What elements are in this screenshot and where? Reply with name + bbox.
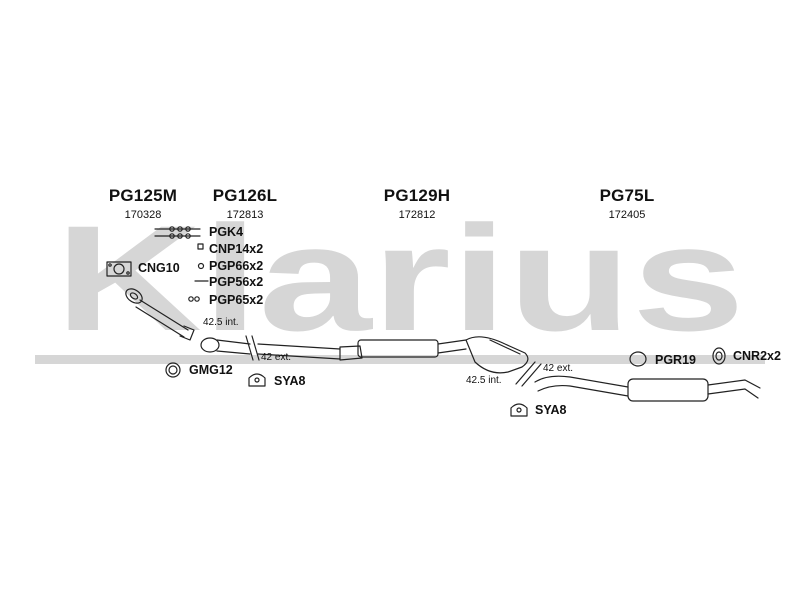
spring-icon — [188, 296, 200, 302]
part-pg126l: PG126L 172813 — [185, 186, 305, 221]
rubber-hanger-icon-b — [510, 403, 528, 417]
mounting-ring-icon — [629, 351, 647, 367]
bolt-kit-icon — [154, 226, 201, 239]
watermark-logo: Klarius — [55, 194, 745, 362]
part-pg125m: PG125M 170328 — [83, 186, 203, 221]
joint-mark-left — [245, 335, 260, 361]
rubber-hanger-icon-a — [248, 373, 266, 387]
label-pgp66x2: PGP66x2 — [209, 259, 264, 273]
label-gmg12: GMG12 — [189, 363, 233, 377]
joint-mark-right — [515, 361, 542, 387]
label-cnp14x2: CNP14x2 — [209, 242, 264, 256]
flexi-pipe — [200, 337, 251, 355]
centre-silencer-section — [257, 336, 529, 374]
part-number: 172813 — [226, 209, 264, 221]
part-pg75l: PG75L 172405 — [567, 186, 687, 221]
label-pgr19: PGR19 — [655, 353, 696, 367]
nut-icon — [197, 243, 204, 250]
ring-gasket-icon — [165, 362, 181, 378]
dimension-ext-front: 42 ext. — [261, 352, 292, 363]
watermark-underline — [35, 355, 765, 364]
label-sya8-a: SYA8 — [274, 374, 306, 388]
label-pgp56x2: PGP56x2 — [209, 275, 264, 289]
dimension-ext-rear: 42 ext. — [543, 363, 574, 374]
label-cng10: CNG10 — [138, 261, 180, 275]
dimension-int-rear: 42.5 int. — [466, 375, 502, 386]
part-number: 172405 — [608, 209, 646, 221]
part-code: PG75L — [599, 186, 655, 205]
label-pgk4: PGK4 — [209, 225, 244, 239]
part-number: 172812 — [398, 209, 436, 221]
label-sya8-b: SYA8 — [535, 403, 567, 417]
label-cnr2x2: CNR2x2 — [733, 349, 781, 363]
part-code: PG125M — [108, 186, 178, 205]
washer-icon — [197, 262, 205, 270]
part-code: PG129H — [383, 186, 451, 205]
clamp-icon — [712, 347, 726, 365]
dimension-int-front: 42.5 int. — [203, 317, 239, 328]
gasket-icon — [106, 261, 132, 277]
part-pg129h: PG129H 172812 — [357, 186, 477, 221]
part-number: 170328 — [124, 209, 162, 221]
front-pipe — [125, 288, 195, 341]
rear-silencer-section — [534, 375, 761, 402]
part-code: PG126L — [212, 186, 278, 205]
label-pgp65x2: PGP65x2 — [209, 293, 264, 307]
